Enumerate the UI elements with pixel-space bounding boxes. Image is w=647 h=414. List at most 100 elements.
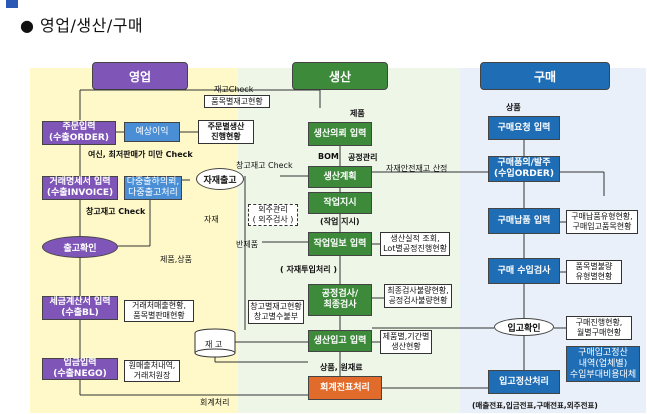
collection-report-line1: 원매출처내역, — [128, 361, 176, 370]
production-receipt-box[interactable]: 생산입고 입력 — [308, 330, 372, 352]
material-input-label: ( 자재투입처리 ) — [280, 265, 338, 274]
purchase-order-line2: (수입ORDER) — [494, 169, 554, 179]
outsourcing-line1: 외주관리 — [258, 205, 288, 214]
bom-label: BOM — [318, 152, 339, 161]
warehouse-stock-line2: 창고별수불부 — [253, 312, 299, 321]
purchase-progress-report-box[interactable]: 구매진행현황, 월별구매현황 — [566, 316, 632, 340]
production-request-label: 생산의뢰 입력 — [313, 128, 367, 139]
accounting-slip-box[interactable]: 회계전표처리 — [308, 376, 382, 400]
invoice-entry-label: 거래명세서 입력 — [49, 177, 111, 187]
settlement-detail-line3: 수입부대비용대체 — [569, 369, 637, 380]
production-request-box[interactable]: 생산의뢰 입력 — [308, 122, 372, 146]
import-inspection-label: 구매 수입검사 — [497, 265, 551, 276]
purchase-order-box[interactable]: 구매품의/발주 (수입ORDER) — [488, 156, 560, 182]
safety-stock-label: 자재안전재고 산정 — [386, 164, 448, 173]
receipt-confirm-node[interactable]: 입고확인 — [494, 318, 554, 336]
sales-header: 영업 — [92, 62, 188, 90]
collection-report-line2: 거래처원장 — [133, 371, 171, 380]
inspection-defect-line2: 공정검사불량현황 — [388, 296, 448, 305]
purchase-inspection-line1: 품목별불량 — [575, 262, 613, 271]
purchase-inspection-report-box[interactable]: 품목별불량 유형별현황 — [566, 260, 622, 284]
process-inspection-line2: 최종검사 — [323, 300, 357, 310]
purchase-header: 구매 — [480, 62, 610, 90]
tax-invoice-box[interactable]: 세금계산서 입력 (수출BL) — [42, 296, 118, 320]
order-prod-status-line2: 진행현황 — [211, 132, 241, 141]
outsourcing-box[interactable]: 외주관리 ( 외주검사 ) — [248, 204, 298, 226]
work-report-box[interactable]: 작업일보 입력 — [308, 232, 372, 256]
purchase-inspection-line2: 유형별현황 — [575, 272, 613, 281]
slip-types-note: (매출전표,입금전표,구매전표,외주전표) — [472, 401, 598, 410]
accounting-slip-label: 회계전표처리 — [320, 382, 370, 393]
process-inspection-box[interactable]: 공정검사/ 최종검사 — [308, 284, 372, 316]
product-label: 제품 — [350, 109, 365, 118]
half-product-label: 반제품 — [236, 240, 259, 249]
collection-sub: (수출NEGO) — [53, 369, 107, 379]
material-issue-label: 자재출고 — [203, 175, 237, 186]
order-entry-label: 주문입력 — [62, 122, 96, 132]
inspection-defect-report-box[interactable]: 최종검사불량현황, 공정검사불량현황 — [384, 284, 452, 308]
item-stock-status-box[interactable]: 품목별재고현황 — [204, 95, 270, 108]
collection-label: 입금입력 — [63, 358, 97, 368]
settlement-detail-line2: 내역(업체별) — [578, 358, 628, 369]
work-report-query-line2: Lot별공정진행현황 — [383, 244, 447, 253]
production-header: 생산 — [292, 62, 388, 90]
receipt-report-line1: 제품별,기간별 — [382, 332, 430, 341]
multi-order-line2: 다중출고처리 — [128, 188, 178, 198]
stock-check-label: 창고재고 Check — [86, 207, 146, 216]
work-report-query-box[interactable]: 생산실적 조회, Lot별공정진행현황 — [380, 232, 450, 256]
order-prod-status-line1: 주문별생산 — [207, 122, 245, 131]
settlement-detail-box[interactable]: 구매입고정산 내역(업체별) 수입부대비용대체 — [566, 346, 640, 382]
invoice-entry-sub: (수출INVOICE) — [46, 188, 114, 198]
work-report-label: 작업일보 입력 — [313, 238, 367, 249]
work-order-box[interactable]: 작업지시 — [308, 192, 372, 214]
production-plan-box[interactable]: 생산계획 — [308, 166, 372, 188]
accounting-posting-label: 회계처리 — [200, 398, 230, 407]
order-entry-box[interactable]: 주문입력 (수출ORDER) — [42, 121, 116, 145]
outsourcing-line2: ( 외주검사 ) — [252, 215, 294, 224]
credit-check-label: 여신, 최저판매가 미만 Check — [88, 150, 193, 159]
multi-order-line1: 다중출하의뢰, — [126, 177, 180, 187]
receipt-report-line2: 생산현황 — [391, 342, 421, 351]
tax-invoice-report-line1: 거래처매출현황, — [131, 301, 187, 310]
work-order-label: 작업지시 — [323, 197, 357, 208]
tax-invoice-report-line2: 품목별판매현황 — [133, 311, 185, 320]
settlement-detail-line1: 구매입고정산 — [578, 347, 628, 358]
tax-invoice-sub: (수출BL) — [61, 308, 99, 318]
page-title: ● 영업/생산/구매 — [20, 16, 144, 35]
purchase-request-label: 구매요청 입력 — [497, 122, 551, 133]
production-receipt-label: 생산입고 입력 — [313, 335, 367, 346]
shipment-confirm-node[interactable]: 출고확인 — [42, 236, 118, 258]
goods-materials-label: 상품, 원재료 — [320, 363, 363, 372]
forecast-box[interactable]: 예상이익 — [124, 122, 180, 142]
goods-label: 상품 — [506, 103, 521, 112]
import-inspection-box[interactable]: 구매 수입검사 — [488, 258, 560, 284]
collection-box[interactable]: 입금입력 (수출NEGO) — [42, 358, 118, 380]
warehouse-stock-check-label: 창고재고 Check — [236, 161, 293, 170]
process-mgmt-label: 공정관리 — [348, 153, 378, 162]
purchase-request-box[interactable]: 구매요청 입력 — [488, 116, 560, 140]
order-entry-sub: (수출ORDER) — [49, 133, 109, 143]
forecast-label: 예상이익 — [135, 126, 169, 137]
multi-order-box[interactable]: 다중출하의뢰, 다중출고처리 — [124, 176, 182, 200]
delivery-report-box[interactable]: 구매납품유형현황, 구매입고품목현황 — [566, 210, 638, 234]
material-issue-node[interactable]: 자재출고 — [196, 168, 244, 190]
receipt-confirm-label: 입고확인 — [507, 323, 541, 334]
delivery-entry-label: 구매납품 입력 — [497, 215, 551, 226]
products-goods-label: 제품,상품 — [160, 255, 192, 264]
purchase-order-line1: 구매품의/발주 — [497, 158, 551, 168]
invoice-entry-box[interactable]: 거래명세서 입력 (수출INVOICE) — [42, 176, 118, 200]
receipt-report-box[interactable]: 제품별,기간별 생산현황 — [380, 330, 432, 354]
settlement-box[interactable]: 입고정산처리 — [488, 370, 560, 394]
delivery-report-line2: 구매입고품목현황 — [572, 222, 632, 231]
warehouse-stock-line1: 창고별재고현황 — [250, 302, 302, 311]
production-plan-label: 생산계획 — [323, 171, 357, 182]
shipment-confirm-label: 출고확인 — [63, 243, 97, 254]
order-prod-status-box[interactable]: 주문별생산 진행현황 — [198, 120, 254, 144]
collection-report-box[interactable]: 원매출처내역, 거래처원장 — [124, 360, 180, 382]
warehouse-stock-report-box[interactable]: 창고별재고현황 창고별수불부 — [248, 300, 304, 324]
tax-invoice-report-box[interactable]: 거래처매출현황, 품목별판매현황 — [124, 300, 194, 322]
delivery-entry-box[interactable]: 구매납품 입력 — [488, 208, 560, 234]
inventory-check-label: 재고Check — [214, 85, 254, 94]
title-accent-bar — [6, 0, 18, 8]
